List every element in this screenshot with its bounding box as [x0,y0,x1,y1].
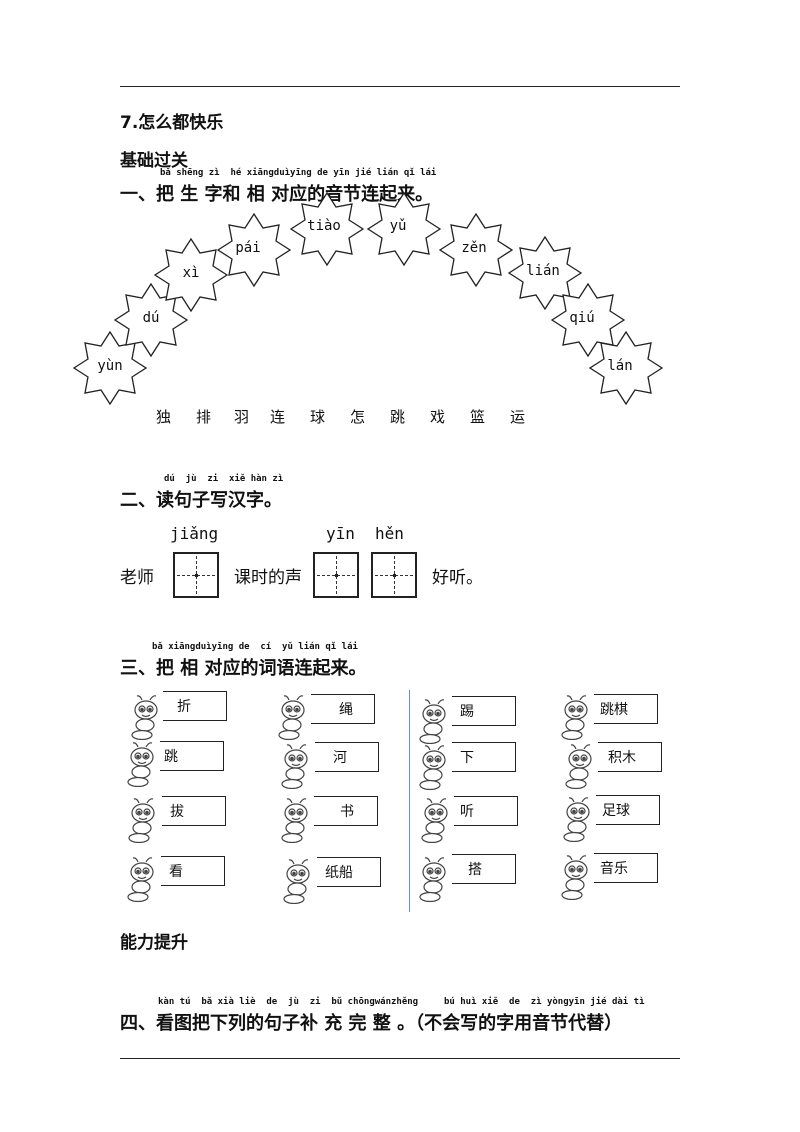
q1-title: 一、把 生 字和 相 对应的音节连起来。 [120,184,434,205]
word-box[interactable]: 跳棋 [594,694,658,724]
word-box[interactable]: 河 [315,742,379,772]
ant-icon [283,859,310,904]
character[interactable]: 篮 [470,408,486,426]
writing-grid-jiang[interactable] [173,552,219,598]
q2-title: 二、读句子写汉字。 [120,490,282,511]
syllable-label: xì [182,265,200,281]
q2-pinyin: dú jù zi xiě hàn zì [164,474,284,484]
word-box[interactable]: 拔 [162,796,226,826]
ant-icon [281,744,308,789]
writing-grid-yin[interactable] [313,552,359,598]
character[interactable]: 独 [156,408,172,426]
pinyin-jiang: jiǎng [170,524,219,543]
character[interactable]: 羽 [234,408,250,426]
word-box[interactable]: 踢 [452,696,516,726]
section-advanced-heading: 能力提升 [120,933,188,953]
q3-pinyin: bǎ xiāngduìyīng de cí yǔ lián qǐ lái [152,642,358,652]
sentence-text: 老师 [120,568,154,588]
character[interactable]: 连 [270,408,286,426]
ant-icon [561,855,588,900]
word-box[interactable]: 看 [161,856,225,886]
ant-icon [563,797,590,842]
writing-grid-hen[interactable] [371,552,417,598]
ant-icon [419,857,446,902]
syllable-label: lán [607,358,633,374]
ant-icon [281,798,308,843]
character[interactable]: 怎 [350,408,366,426]
lesson-title: 7.怎么都快乐 [120,113,224,133]
pinyin-yin: yīn [326,524,355,543]
syllable-stars [73,192,663,405]
q4-title: 四、看图把下列的句子补 充 完 整 。（不会写的字用音节代替） [120,1013,623,1034]
ant-icon [127,742,154,787]
character[interactable]: 排 [196,408,212,426]
syllable-label: dú [142,310,160,326]
ant-icon [421,798,448,843]
ant-icon [128,798,155,843]
word-box[interactable]: 音乐 [594,853,658,883]
ant-icon [131,695,158,740]
ant-icon [419,745,446,790]
syllable-label: lián [526,263,560,279]
word-box[interactable]: 绳 [311,694,375,724]
character[interactable]: 跳 [390,408,406,426]
ant-icon [561,695,588,740]
character[interactable]: 戏 [430,408,446,426]
ant-icon [278,695,305,740]
ant-icon [419,699,446,744]
word-box[interactable]: 听 [454,796,518,826]
syllable-label: zěn [461,240,487,256]
syllable-label: pái [235,240,261,256]
ant-icon [565,744,592,789]
word-box[interactable]: 纸船 [317,857,381,887]
top-rule [120,86,680,87]
word-box[interactable]: 跳 [160,741,224,771]
character[interactable]: 球 [310,408,326,426]
word-box[interactable]: 足球 [596,795,660,825]
word-box[interactable]: 搭 [452,854,516,884]
section-basic-heading: 基础过关 [120,151,188,171]
word-box[interactable]: 折 [163,691,227,721]
sentence-text: 好听。 [432,568,483,588]
syllable-label: tiào [307,218,341,234]
q1-pinyin: bǎ shēng zì hé xiāngduìyīng de yīn jié l… [160,168,437,178]
q4-pinyin-a: kàn tú bǎ xià liè de jù zi bǔ chōngwánzh… [158,997,419,1007]
word-box[interactable]: 积木 [598,742,662,772]
bottom-rule [120,1058,680,1059]
q4-pinyin-b: bú huì xiě de zì yòngyīn jié dài tì [444,997,645,1007]
sentence-text: 课时的声 [234,568,302,588]
word-box[interactable]: 下 [452,742,516,772]
syllable-label: yǔ [389,218,407,234]
ant-icon [127,857,154,902]
column-divider [409,690,410,912]
q3-title: 三、把 相 对应的词语连起来。 [120,658,367,679]
word-box[interactable]: 书 [314,796,378,826]
syllable-label: qiú [569,310,595,326]
character[interactable]: 运 [510,408,526,426]
pinyin-hen: hěn [375,524,404,543]
syllable-label: yùn [97,358,123,374]
